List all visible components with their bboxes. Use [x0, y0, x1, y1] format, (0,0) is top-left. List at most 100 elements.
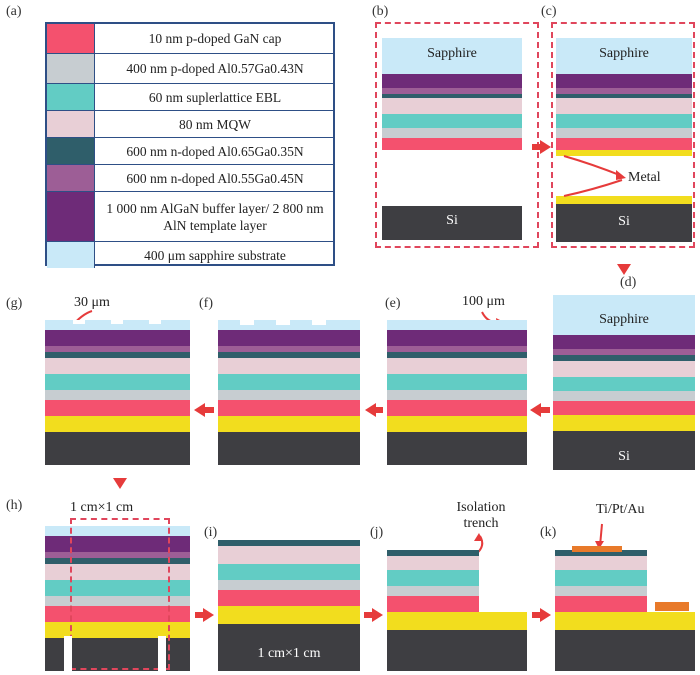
arrow-b-to-c-shaft — [532, 144, 540, 150]
chip-size-label: 1 cm×1 cm — [257, 646, 321, 661]
legend-swatch — [47, 165, 95, 191]
legend-text: 400 μm sapphire substrate — [144, 247, 286, 263]
panel-label-a: (a) — [6, 4, 22, 19]
mqw-layer — [382, 98, 522, 114]
sapphire-pattern-gap — [111, 320, 123, 324]
mqw-layer — [218, 358, 360, 374]
si-layer — [387, 432, 527, 465]
p-algan-layer — [555, 586, 648, 596]
n-algan-65-layer — [45, 558, 190, 564]
si-layer — [45, 432, 190, 465]
n-algan-55-layer — [553, 349, 695, 355]
legend-text: 600 nm n-doped Al0.55Ga0.45N — [126, 170, 304, 186]
sapphire-pattern-gap — [276, 320, 290, 325]
sapphire-layer — [556, 38, 692, 74]
n-algan-65-layer — [218, 540, 360, 546]
panel-label-f: (f) — [199, 296, 213, 311]
legend-row: 80 nm MQW — [47, 111, 333, 138]
legend-text: 60 nm suplerlattice EBL — [148, 89, 282, 105]
ebl-layer — [382, 114, 522, 128]
panel-e-stack — [387, 320, 527, 465]
si-layer — [218, 624, 360, 671]
p-gan-layer — [382, 138, 522, 150]
sapphire-thin-layer — [218, 320, 360, 330]
buffer-layer — [45, 330, 190, 346]
mqw-layer — [45, 358, 190, 374]
panel-label-e: (e) — [385, 296, 401, 311]
metal-bond-layer — [218, 606, 360, 624]
metal-label: Metal — [628, 170, 661, 185]
panel-k-stack — [555, 550, 695, 671]
arrow-f-to-g-shaft — [204, 407, 214, 413]
n-algan-55-layer — [382, 88, 522, 94]
buffer-layer — [556, 74, 692, 88]
ebl-layer — [45, 580, 190, 596]
buffer-layer — [553, 335, 695, 349]
arrow-c-to-d — [617, 264, 631, 275]
panel-c-frame — [551, 22, 695, 248]
ebl-layer — [555, 570, 648, 586]
legend-swatch — [47, 192, 95, 241]
panel-g-stack — [45, 320, 190, 465]
n-algan-55-layer — [387, 346, 527, 352]
mqw-layer — [45, 564, 190, 580]
sapphire-pattern-gap — [149, 320, 161, 324]
legend-swatch — [47, 54, 95, 83]
si-label-b: Si — [446, 213, 458, 228]
si-label-c: Si — [618, 214, 630, 229]
arrow-i-to-j-shaft — [364, 612, 372, 618]
p-algan-layer — [45, 596, 190, 606]
arrow-f-to-g — [194, 403, 205, 417]
buffer-layer — [218, 330, 360, 346]
ebl-layer — [218, 374, 360, 390]
arrow-b-to-c — [540, 140, 551, 154]
sapphire-label-c: Sapphire — [599, 46, 649, 61]
legend-row: 600 nm n-doped Al0.55Ga0.45N — [47, 165, 333, 192]
panel-label-g: (g) — [6, 296, 23, 311]
legend-text: 400 nm p-doped Al0.57Ga0.43N — [126, 61, 304, 76]
legend-row: 60 nm suplerlattice EBL — [47, 84, 333, 111]
thickness-label-30um: 30 μm — [74, 295, 110, 310]
panel-c-si-substrate — [556, 196, 692, 242]
ebl-layer — [553, 377, 695, 391]
panel-label-i: (i) — [204, 525, 218, 540]
sapphire-label-b: Sapphire — [427, 46, 477, 61]
panel-f-stack — [218, 320, 360, 465]
mqw-layer — [556, 98, 692, 114]
p-algan-layer — [45, 390, 190, 400]
n-algan-65-layer — [382, 94, 522, 98]
arrow-g-to-h — [113, 478, 127, 489]
sapphire-thin-layer — [387, 320, 527, 330]
sapphire-label-d: Sapphire — [599, 312, 649, 327]
sapphire-pattern-gap — [312, 320, 326, 325]
mqw-layer — [387, 556, 480, 570]
p-algan-layer — [556, 128, 692, 138]
sapphire-thin-layer — [45, 320, 190, 330]
cut-notch-right — [158, 636, 166, 671]
mqw-layer — [387, 358, 527, 374]
ebl-layer — [387, 374, 527, 390]
si-label-d: Si — [618, 449, 630, 464]
p-gan-layer — [218, 400, 360, 416]
si-layer — [556, 204, 692, 242]
sapphire-layer — [382, 38, 522, 74]
legend-row: 10 nm p-doped GaN cap — [47, 24, 333, 54]
ebl-layer — [387, 570, 480, 586]
panel-label-j: (j) — [370, 525, 384, 540]
p-gan-layer — [555, 596, 648, 612]
legend-swatch — [47, 84, 95, 110]
buffer-layer — [387, 330, 527, 346]
ebl-layer — [45, 374, 190, 390]
si-layer — [218, 432, 360, 465]
p-algan-layer — [387, 586, 480, 596]
metal-bond-layer — [555, 612, 695, 630]
mqw-layer — [555, 556, 648, 570]
panel-i-stack — [218, 540, 360, 671]
layer-legend-table: 10 nm p-doped GaN cap 400 nm p-doped Al0.… — [45, 22, 335, 268]
p-algan-layer — [382, 128, 522, 138]
metal-layer-bottom — [556, 196, 692, 204]
mqw-layer — [218, 546, 360, 564]
p-algan-layer — [218, 580, 360, 590]
thickness-label-100um: 100 μm — [462, 294, 505, 309]
n-algan-65-layer — [553, 355, 695, 361]
